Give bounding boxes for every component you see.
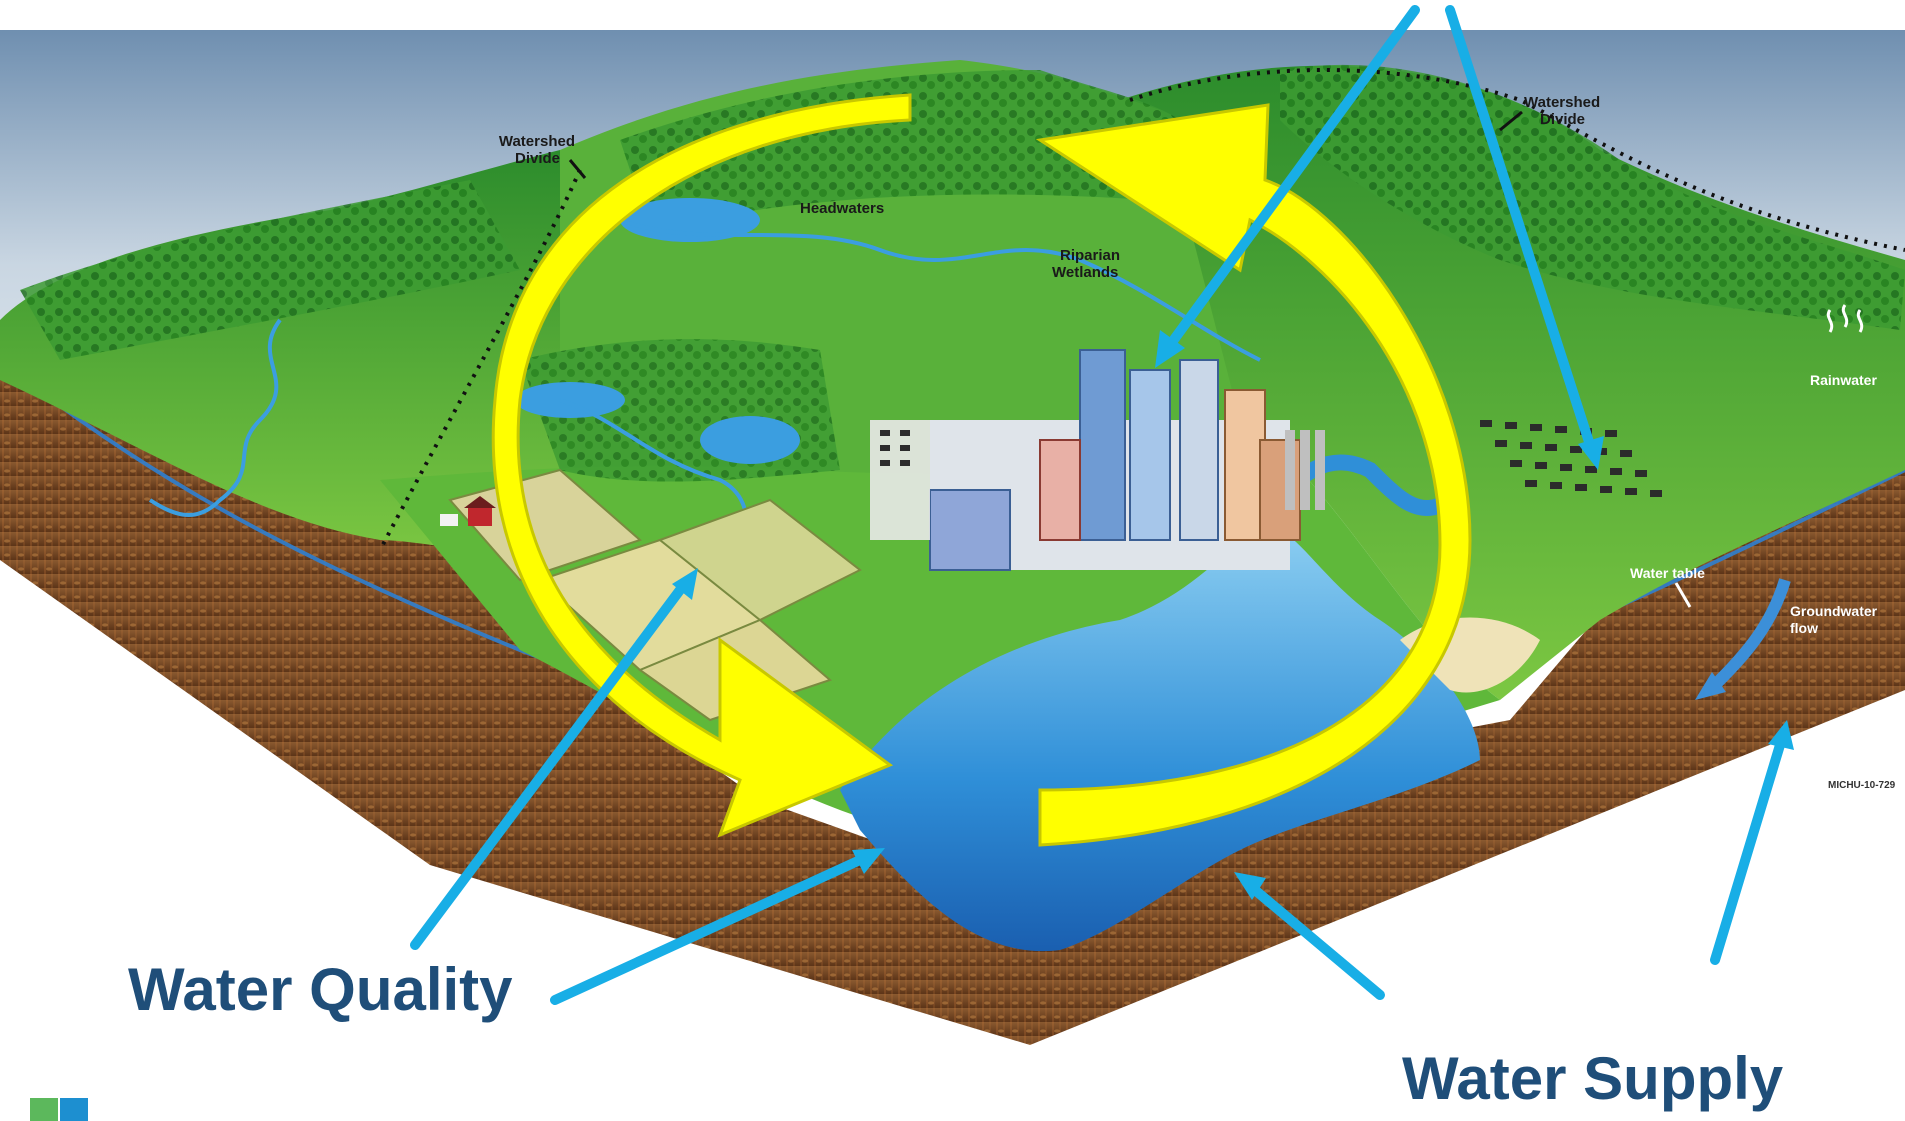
pond-mid <box>700 416 800 464</box>
label-water-table: Water table <box>1630 565 1705 581</box>
stream-upper <box>619 218 1261 362</box>
stream-left <box>148 318 282 517</box>
callout-arrows <box>410 5 1785 1005</box>
label-watershed-divide-left-1: Watershed <box>499 133 575 150</box>
groundwater-flow-arrow <box>1705 578 1791 695</box>
label-watershed-divide-left-2: Divide <box>515 150 560 167</box>
callout-arrow-suburbs <box>1445 5 1595 450</box>
label-rainwater: Rainwater <box>1810 372 1877 388</box>
forest-left <box>20 180 520 360</box>
label-headwaters: Headwaters <box>800 200 884 217</box>
water-quality-label: Water Quality <box>128 956 513 1023</box>
pond-left <box>515 382 625 418</box>
label-groundwater-2: flow <box>1790 620 1818 636</box>
soil-cross-section <box>0 270 1905 1045</box>
callout-arrow-lake <box>550 855 865 1005</box>
label-figure-code: MICHU-10-729 <box>1828 780 1896 791</box>
callout-arrow-lake-bottom <box>1250 885 1385 1000</box>
pointer-water-table <box>1674 582 1692 608</box>
label-groundwater-1: Groundwater <box>1790 603 1878 619</box>
water-supply-label: Water Supply <box>1402 1045 1784 1112</box>
label-watershed-divide-right-2: Divide <box>1540 111 1585 128</box>
cycle-arrow-icon <box>491 93 1472 847</box>
label-riparian-2: Wetlands <box>1052 264 1118 281</box>
forest-top <box>620 70 1180 230</box>
lake <box>840 520 1480 952</box>
small-labels: Watershed Divide Watershed Divide Headwa… <box>499 94 1896 791</box>
callout-arrow-groundwater <box>1710 740 1785 965</box>
city <box>870 349 1325 571</box>
farm-barn <box>440 496 496 526</box>
forest-right <box>1280 64 1905 331</box>
label-riparian-1: Riparian <box>1060 247 1120 264</box>
pointer-divide-right <box>1499 110 1523 132</box>
watershed-divide-line-left <box>378 169 582 551</box>
rain-icon <box>1826 304 1864 333</box>
cycle-arrow-right <box>1035 103 1472 847</box>
callout-arrow-city <box>1165 5 1420 350</box>
callout-arrow-farm <box>410 585 685 950</box>
groundwater-flow-arrowhead <box>1695 672 1726 700</box>
pointer-divide-left <box>568 159 587 179</box>
cycle-arrow-left <box>491 93 912 838</box>
logo-icon <box>30 1098 88 1121</box>
callout-arrowheads <box>672 330 1794 900</box>
label-watershed-divide-right-1: Watershed <box>1524 94 1600 111</box>
